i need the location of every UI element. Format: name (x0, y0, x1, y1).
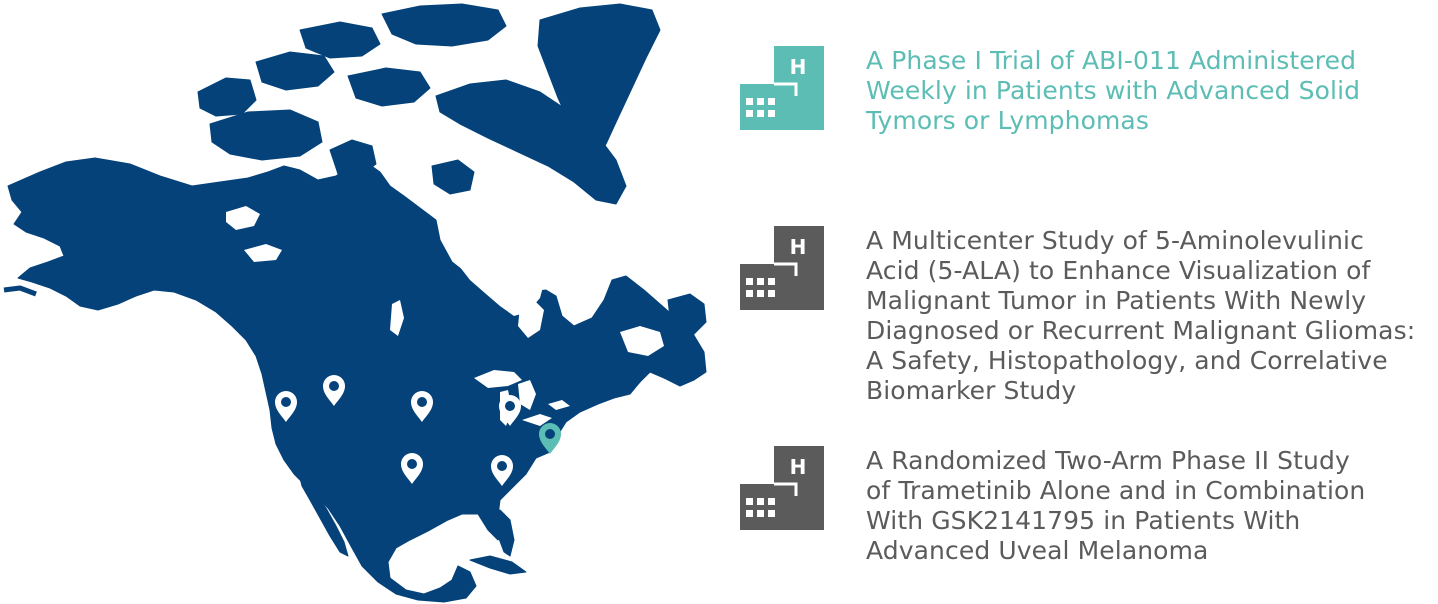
map-pins (275, 375, 561, 486)
mainland (7, 157, 707, 603)
study-title[interactable]: A Multicenter Study of 5-Aminolevulinic … (866, 226, 1415, 406)
study-title-line: A Safety, Histopathology, and Correlativ… (866, 346, 1388, 375)
map-pin-icon[interactable] (275, 391, 297, 422)
svg-text:H: H (790, 235, 807, 259)
lake-winnipeg (390, 300, 404, 336)
study-title-line: Biomarker Study (866, 376, 1077, 405)
study-title[interactable]: A Randomized Two-Arm Phase II Study of T… (866, 446, 1365, 566)
study-title-line: A Multicenter Study of 5-Aminolevulinic (866, 226, 1364, 255)
map-pin-icon-highlighted[interactable] (539, 423, 561, 454)
map-pin-icon[interactable] (401, 453, 423, 484)
hospital-icon: H (740, 46, 824, 130)
map-pin-icon[interactable] (499, 395, 521, 426)
study-item-1[interactable]: H A Phase I Trial of ABI-011 Administere… (740, 46, 1360, 136)
devon-island (347, 67, 431, 107)
greenland (537, 3, 661, 165)
banks-island (197, 77, 257, 117)
gulf-st-lawrence (620, 326, 664, 356)
study-title-line: Weekly in Patients with Advanced Solid (866, 76, 1361, 105)
map-pin-icon[interactable] (411, 391, 433, 422)
lake-erie (522, 414, 552, 426)
aleutians (3, 285, 37, 297)
lake-superior (474, 370, 522, 388)
baja-california (299, 477, 349, 557)
north-america-map (3, 3, 707, 603)
map-pin-icon[interactable] (491, 455, 513, 486)
study-item-2[interactable]: H A Multicenter Study of 5-Aminolevulini… (740, 226, 1415, 406)
arctic-island-a (255, 51, 335, 91)
lake-huron (518, 380, 536, 410)
study-item-3[interactable]: H A Randomized Two-Arm Phase II Study of… (740, 446, 1365, 566)
hospital-icon: H (740, 226, 824, 310)
foxe-basin (500, 160, 552, 200)
hospital-icon: H (740, 446, 824, 530)
great-slave-lake (244, 244, 282, 262)
victoria-island (209, 109, 323, 161)
study-title-line: Malignant Tumor in Patients With Newly (866, 286, 1367, 315)
landmass (3, 3, 707, 603)
newfoundland (667, 293, 707, 335)
great-bear-lake (226, 206, 260, 230)
boothia (329, 139, 377, 177)
map-pin-icon[interactable] (323, 375, 345, 406)
lake-ontario (548, 400, 570, 410)
arctic-island-b (299, 21, 381, 59)
florida (487, 509, 515, 557)
james-bay (518, 300, 544, 338)
svg-text:H: H (790, 55, 807, 79)
svg-text:H: H (790, 455, 807, 479)
study-title-line: of Trametinib Alone and in Combination (866, 476, 1366, 505)
study-title-line: Acid (5-ALA) to Enhance Visualization of (866, 256, 1371, 285)
study-title-line: Diagnosed or Recurrent Malignant Gliomas… (866, 316, 1416, 345)
cuba (469, 555, 527, 575)
baffin-island (435, 79, 627, 205)
study-title-line: Tymors or Lymphomas (866, 106, 1149, 135)
ellesmere-island (381, 3, 507, 47)
study-title[interactable]: A Phase I Trial of ABI-011 Administered … (866, 46, 1360, 136)
study-title-line: Advanced Uveal Melanoma (866, 536, 1209, 565)
hudson-bay (450, 214, 546, 316)
study-title-line: With GSK2141795 in Patients With (866, 506, 1301, 535)
water (226, 160, 664, 426)
southampton-island (431, 159, 475, 195)
study-title-line: A Phase I Trial of ABI-011 Administered (866, 46, 1357, 75)
study-title-line: A Randomized Two-Arm Phase II Study (866, 446, 1350, 475)
